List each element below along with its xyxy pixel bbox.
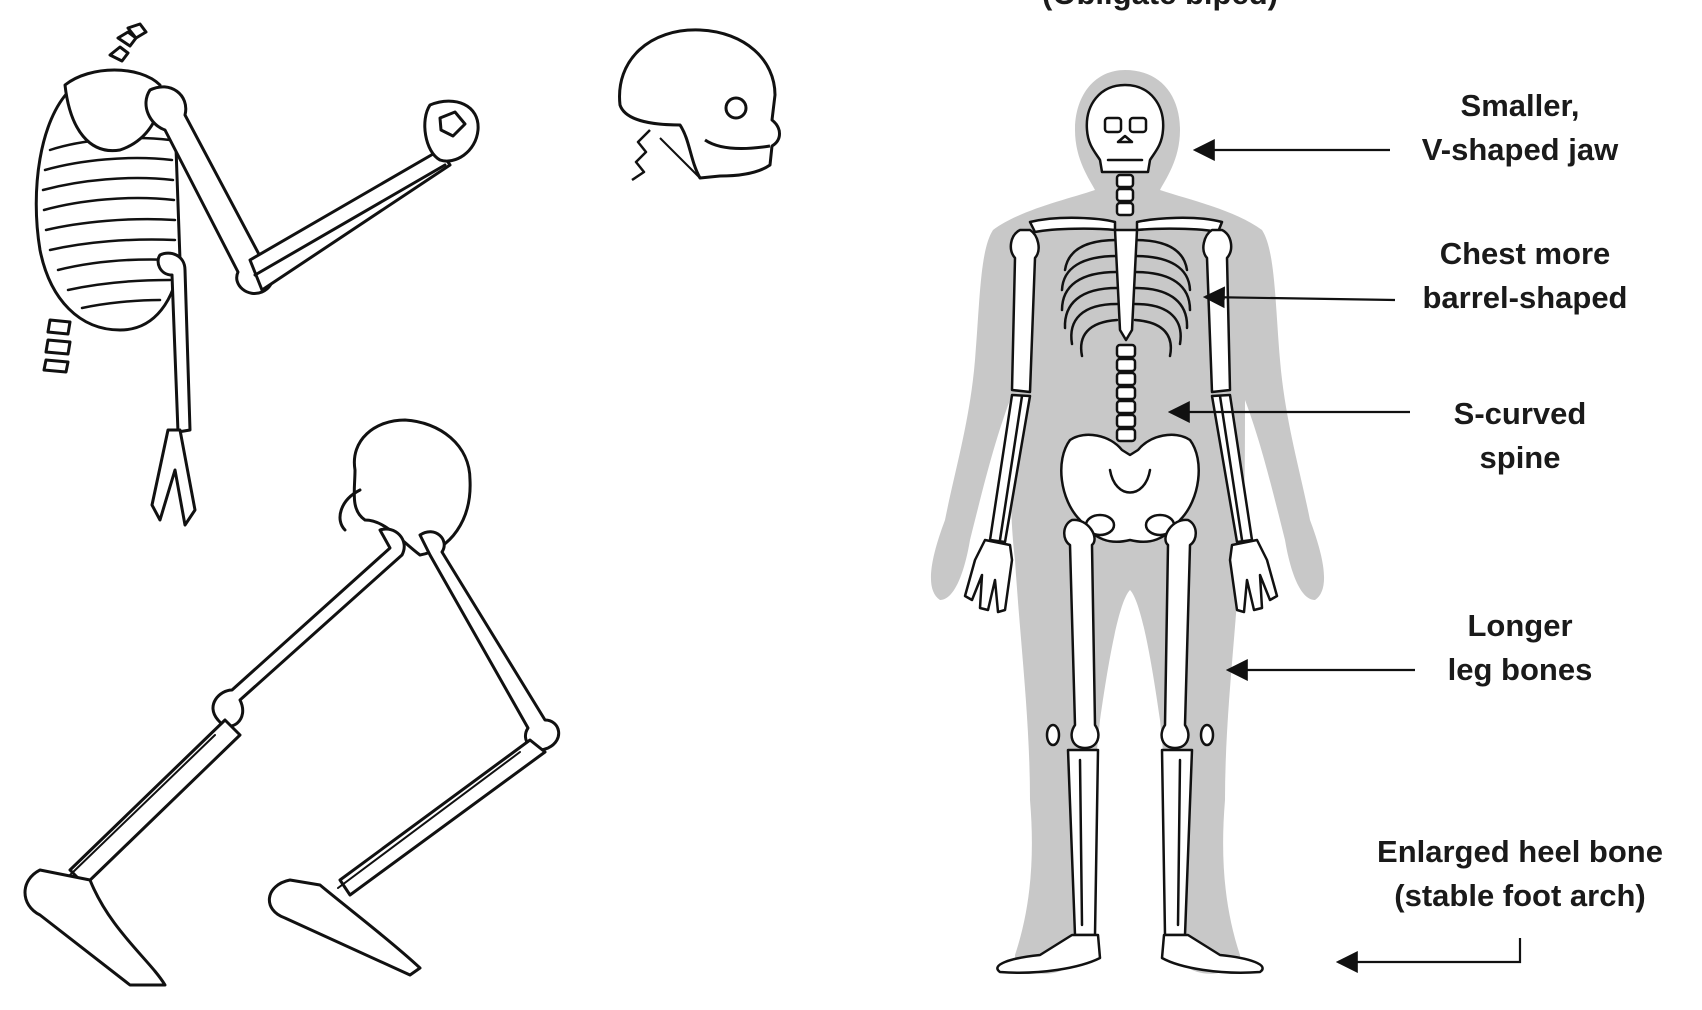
- label-heel-line-1: Enlarged heel bone: [1355, 830, 1685, 874]
- label-chest-line-2: barrel-shaped: [1395, 276, 1655, 320]
- label-spine-line-2: spine: [1410, 436, 1630, 480]
- label-jaw-line-1: Smaller,: [1395, 84, 1645, 128]
- label-spine-line-1: S-curved: [1410, 392, 1630, 436]
- pelvis-legs-drawing: [25, 420, 559, 985]
- human-skeleton: [931, 70, 1324, 974]
- label-chest: Chest more barrel-shaped: [1395, 232, 1655, 320]
- label-jaw: Smaller, V-shaped jaw: [1395, 84, 1645, 172]
- label-chest-line-1: Chest more: [1395, 232, 1655, 276]
- label-leg-line-1: Longer: [1410, 604, 1630, 648]
- label-spine: S-curved spine: [1410, 392, 1630, 480]
- arrow-heel: [1338, 938, 1520, 962]
- label-heel: Enlarged heel bone (stable foot arch): [1355, 830, 1685, 918]
- label-jaw-line-2: V-shaped jaw: [1395, 128, 1645, 172]
- label-leg: Longer leg bones: [1410, 604, 1630, 692]
- label-leg-line-2: leg bones: [1410, 648, 1630, 692]
- skull-drawing: [620, 30, 780, 180]
- label-heel-line-2: (stable foot arch): [1355, 874, 1685, 918]
